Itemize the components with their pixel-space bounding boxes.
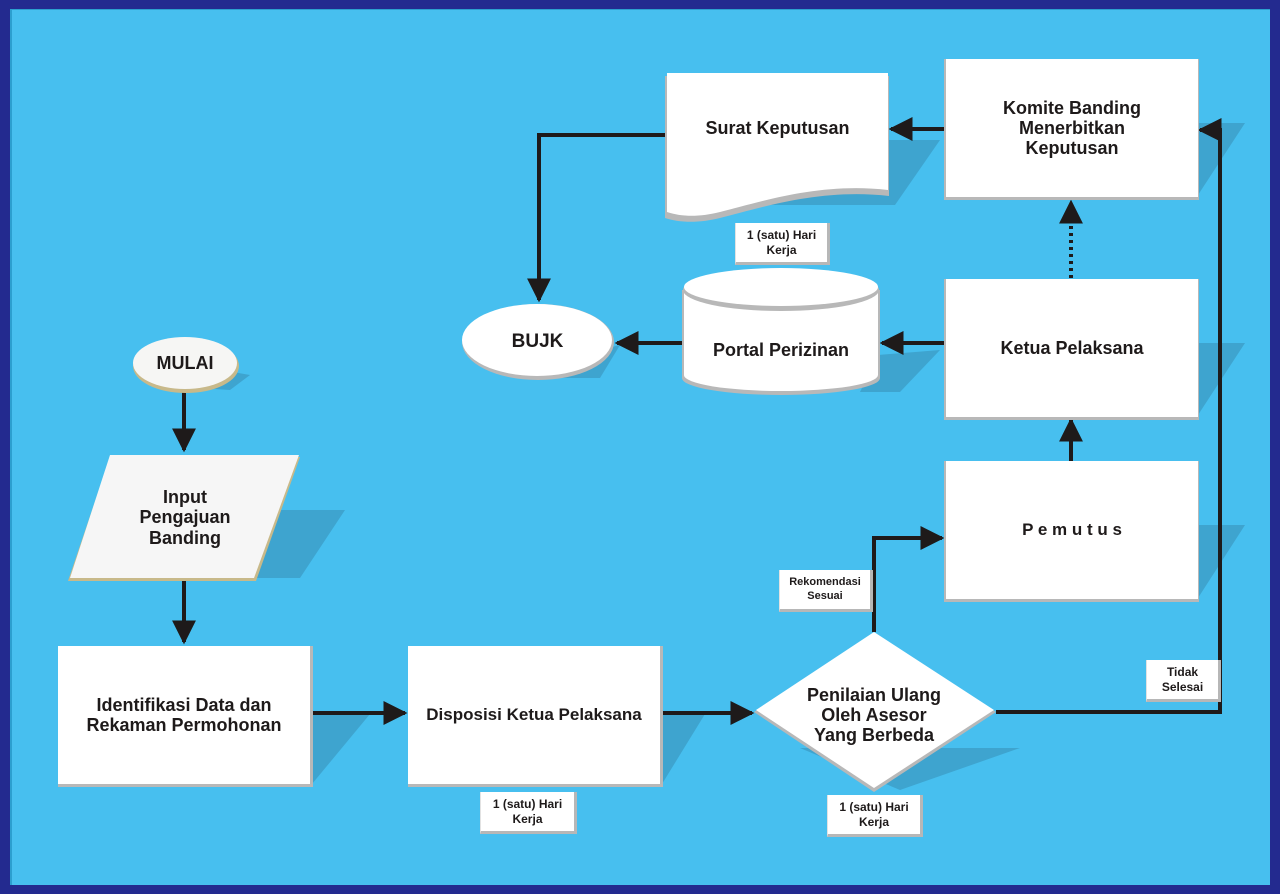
- shadow-identify: [312, 714, 370, 784]
- node-committee[interactable]: [944, 59, 1199, 200]
- node-portal[interactable]: [682, 268, 880, 395]
- node-decider[interactable]: [944, 461, 1199, 602]
- node-disposition-label: Disposisi Ketua Pelaksana: [426, 705, 642, 725]
- node-decider-label: P e m u t u s: [1022, 520, 1122, 540]
- edge-decree-bujk: [527, 133, 665, 303]
- node-decision-label: Penilaian Ulang Oleh Asesor Yang Berbeda: [806, 684, 942, 746]
- note-decree-duration: 1 (satu) Hari Kerja: [735, 223, 830, 265]
- node-identify-label: Identifikasi Data dan Rekaman Permohonan: [86, 694, 282, 735]
- edge-decision-decider: [872, 526, 945, 632]
- connectors: [172, 117, 1222, 725]
- shadows: [200, 123, 1245, 790]
- note-branch-no: Tidak Selesai: [1146, 660, 1221, 702]
- node-start[interactable]: [133, 337, 239, 393]
- note-branch-yes: Rekomendasi Sesuai: [779, 570, 873, 612]
- edge-decision-committee: [996, 118, 1222, 714]
- note-disposition-duration: 1 (satu) Hari Kerja: [480, 792, 577, 834]
- node-decree-label: Surat Keputusan: [705, 117, 850, 138]
- node-decision[interactable]: [754, 632, 996, 792]
- node-start-label: MULAI: [156, 352, 214, 373]
- note-decision-duration: 1 (satu) Hari Kerja: [827, 795, 923, 837]
- node-input[interactable]: [68, 455, 300, 581]
- node-disposition[interactable]: [408, 646, 663, 787]
- node-chair[interactable]: [944, 279, 1199, 420]
- node-portal-label: Portal Perizinan: [712, 339, 850, 360]
- node-bujk[interactable]: [462, 304, 614, 380]
- node-bujk-label: BUJK: [511, 331, 564, 353]
- node-chair-label: Ketua Pelaksana: [1000, 337, 1144, 358]
- shadow-disposition: [662, 714, 705, 784]
- node-committee-label: Komite Banding Menerbitkan Keputusan: [1003, 97, 1141, 159]
- node-identify[interactable]: [58, 646, 313, 787]
- node-decree[interactable]: [665, 73, 889, 222]
- node-input-label: Input Pengajuan Banding: [139, 487, 231, 548]
